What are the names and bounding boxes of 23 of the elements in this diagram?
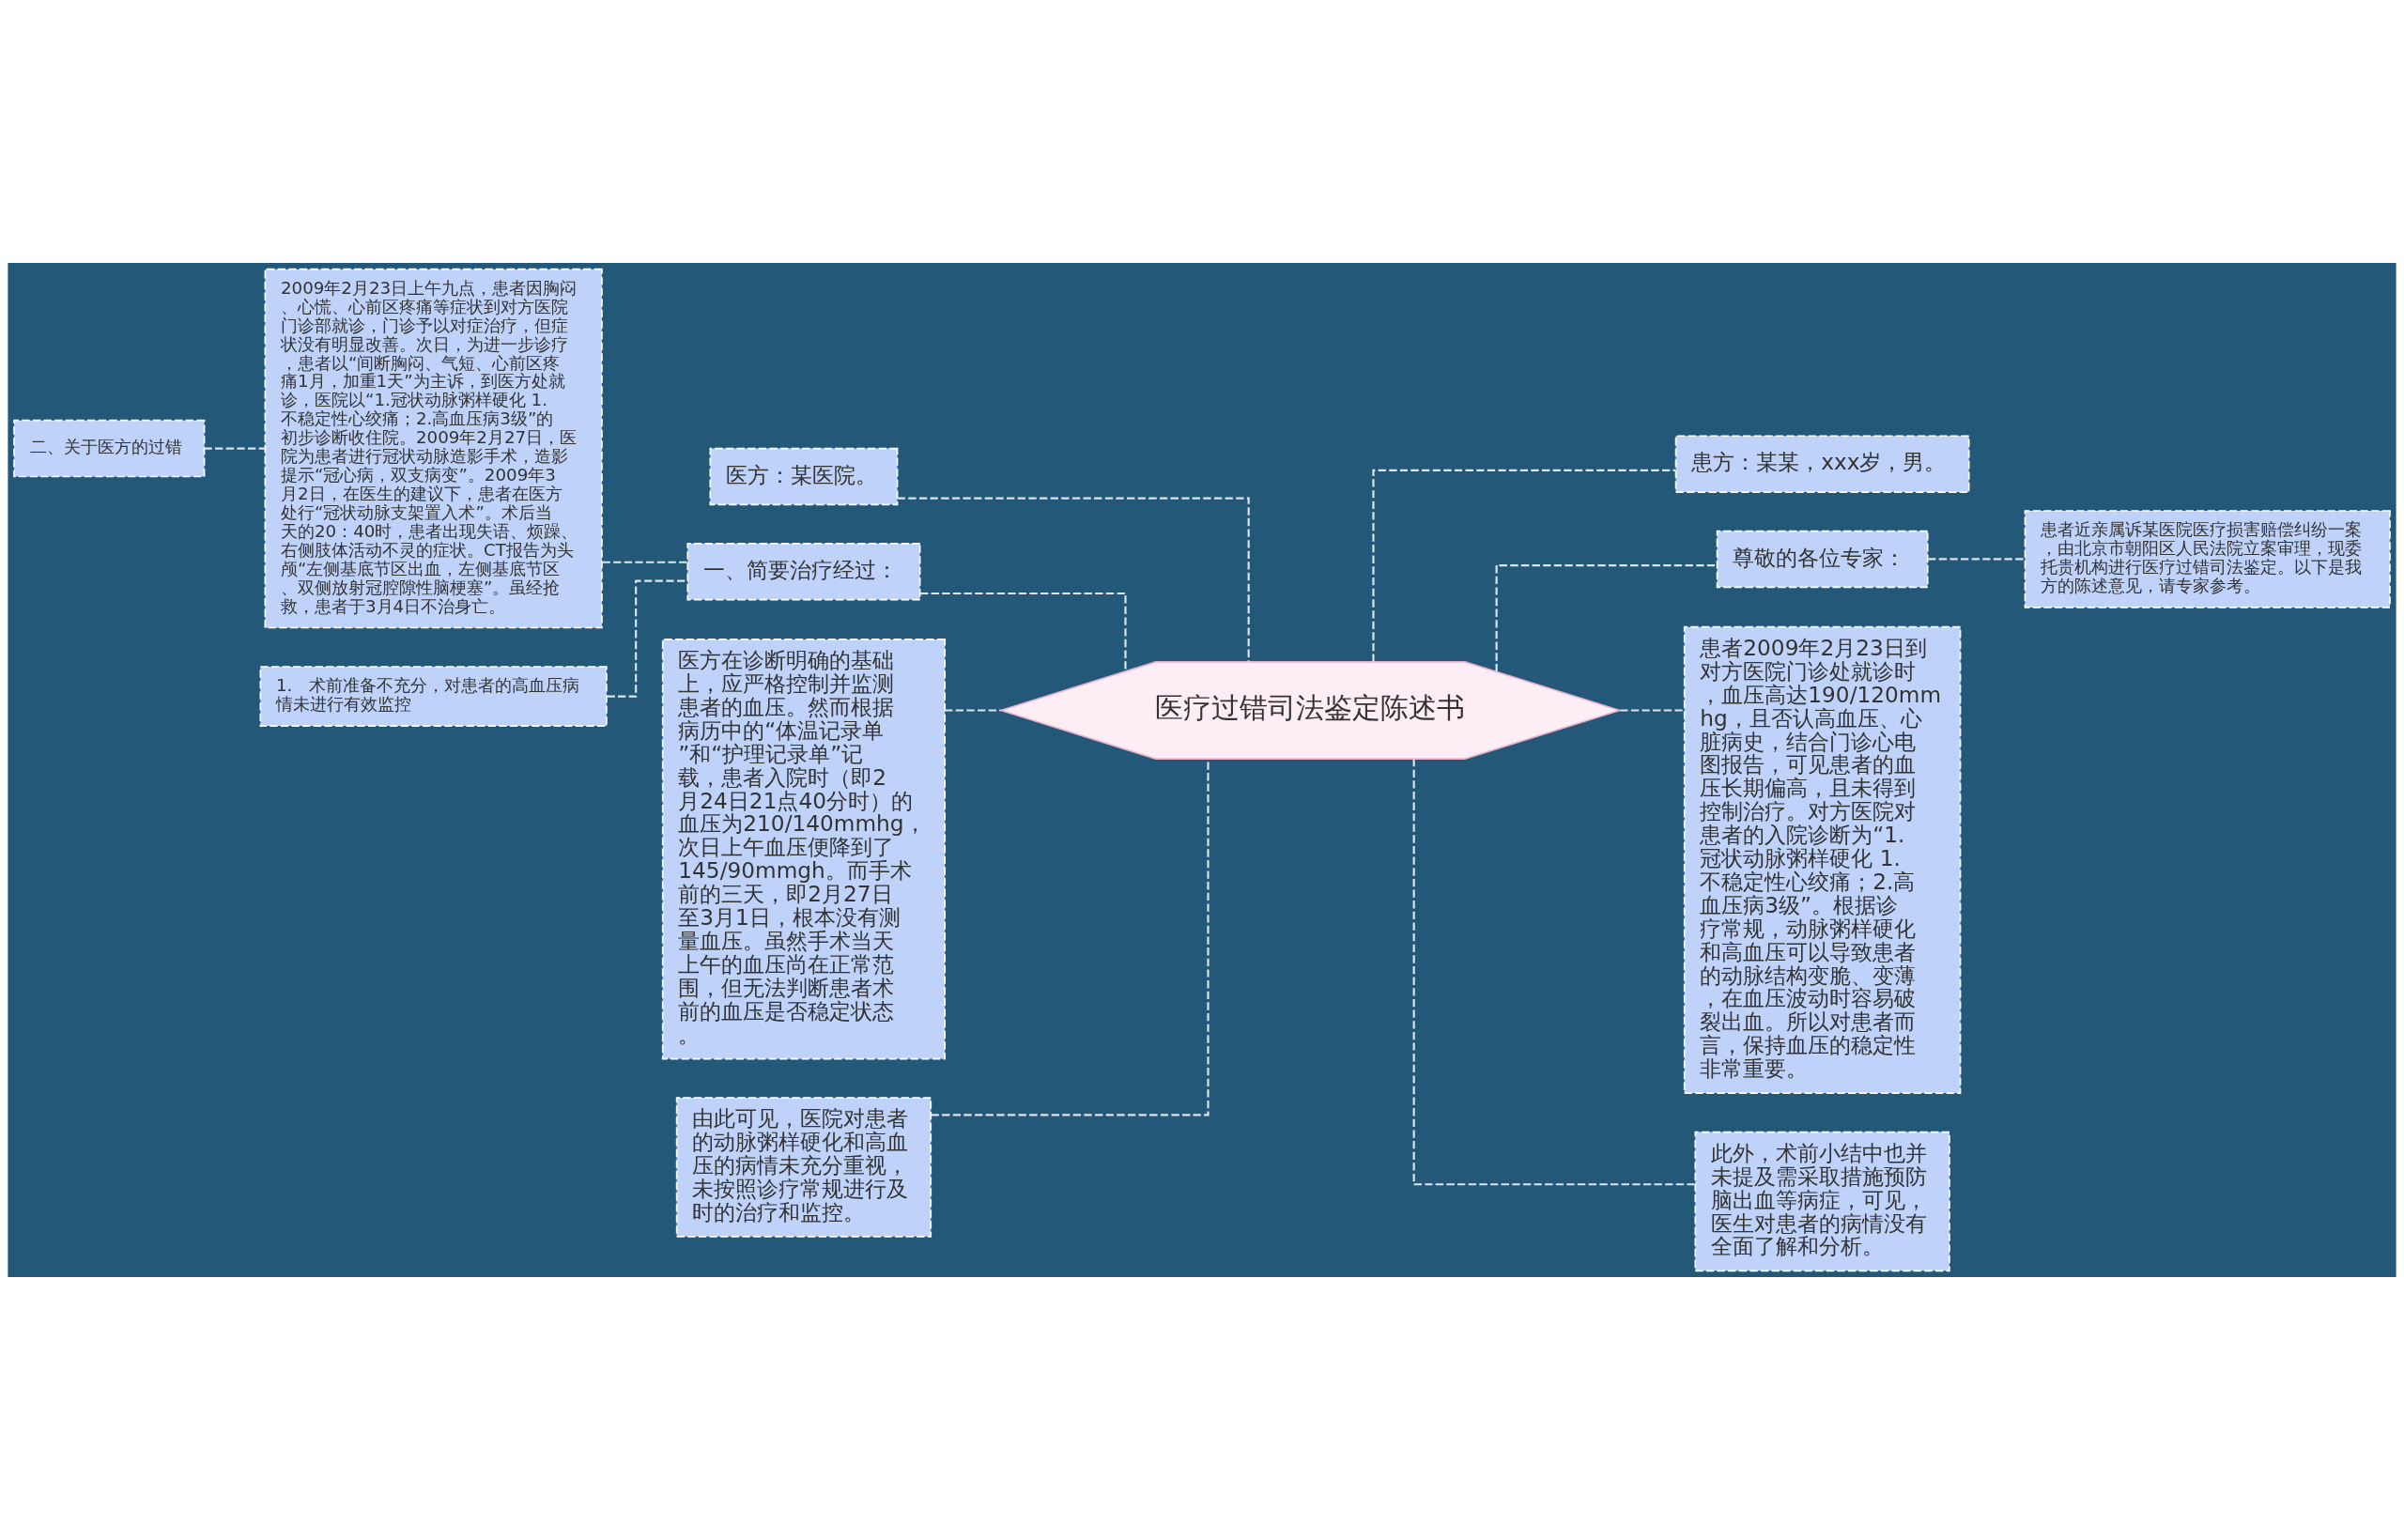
- node-box: 医方在诊断明确的基础上，应严格控制并监测患者的血压。然而根据病历中的“体温记录单”和“护理记录单”记载，患者入院时（即2月24日21点40分时）的血压为210/140mmhg，次日上午血压便降到了145/90mmgh。而手术前的三天，即2月27日至3月1日，根本没有测量血压。虽然手术当天上午的血压尚在正常范围，但无法判断患者术前的血压是否稳定状态。: [661, 639, 947, 1060]
- node-box: 患者近亲属诉某医院医疗损害赔偿纠纷一案，由北京市朝阳区人民法院立案审理，现委托贵机构进行医疗过错司法鉴定。以下是我方的陈述意见，请专家参考。: [2024, 510, 2391, 608]
- connector: [204, 447, 265, 450]
- connector: [945, 709, 1001, 712]
- node-box: 一、简要治疗经过：: [686, 543, 921, 601]
- connector: [931, 759, 1210, 1116]
- node-box: 2009年2月23日上午九点，患者因胸闷、心慌、心前区疼痛等症状到对方医院门诊部就诊，门诊予以对症治疗，但症状没有明显改善。次日，为进一步诊疗，患者以“间断胸闷、气短、心前区疼痛1月，加重1天”为主诉，到医方处就诊，医院以“1.冠状动脉粥样硬化 1.不稳定性心绞痛；2.高血压病3级”的初步诊断收住院。2009年2月27日，医院为患者进行冠状动脉造影手术，造影提示“冠心病，双支病变”。2009年3月2日，在医生的建议下，患者在医方处行“冠状动脉支架置入术”。术后当天的20：40时，患者出现失语、烦躁、右侧肢体活动不灵的症状。CT报告为头颅“左侧基底节区出血，左侧基底节区、双侧放射冠腔隙性脑梗塞”。虽经抢救，患者于3月4日不治身亡。: [264, 268, 603, 629]
- connector: [1412, 759, 1695, 1186]
- node-box: 患者2009年2月23日到对方医院门诊处就诊时，血压高达190/120mmhg，且否认高血压、心脏病史，结合门诊心电图报告，可见患者的血压长期偏高，且未得到控制治疗。对方医院对患者的入院诊断为“1.冠状动脉粥样硬化 1.不稳定性心绞痛；2.高血压病3级”。根据诊疗常规，动脉粥样硬化和高血压可以导致患者的动脉结构变脆、变薄，在血压波动时容易破裂出血。所以对患者而言，保持血压的稳定性非常重要。: [1683, 625, 1962, 1094]
- node-box: 二、关于医方的过错: [13, 419, 206, 478]
- node-box: 此外，术前小结中也并未提及需采取措施预防脑出血等病症，可见，医生对患者的病情没有全面了解和分析。: [1694, 1131, 1950, 1272]
- connector: [1372, 469, 1676, 662]
- connector: [602, 561, 688, 563]
- connector: [1495, 564, 1718, 672]
- connector: [1928, 558, 2026, 561]
- node-box: 由此可见，医院对患者的动脉粥样硬化和高血压的病情未充分重视，未按照诊疗常规进行及时的治疗和监控。: [675, 1097, 932, 1238]
- connector: [1620, 709, 1685, 712]
- node-box: 医方：某医院。: [709, 447, 899, 506]
- connector: [920, 592, 1127, 672]
- connector: [897, 497, 1250, 662]
- node-box: 尊敬的各位专家：: [1716, 530, 1929, 589]
- node-box: 患方：某某，xxx岁，男。: [1674, 435, 1970, 493]
- node-box: 1. 术前准备不充分，对患者的高血压病情未进行有效监控: [259, 666, 608, 727]
